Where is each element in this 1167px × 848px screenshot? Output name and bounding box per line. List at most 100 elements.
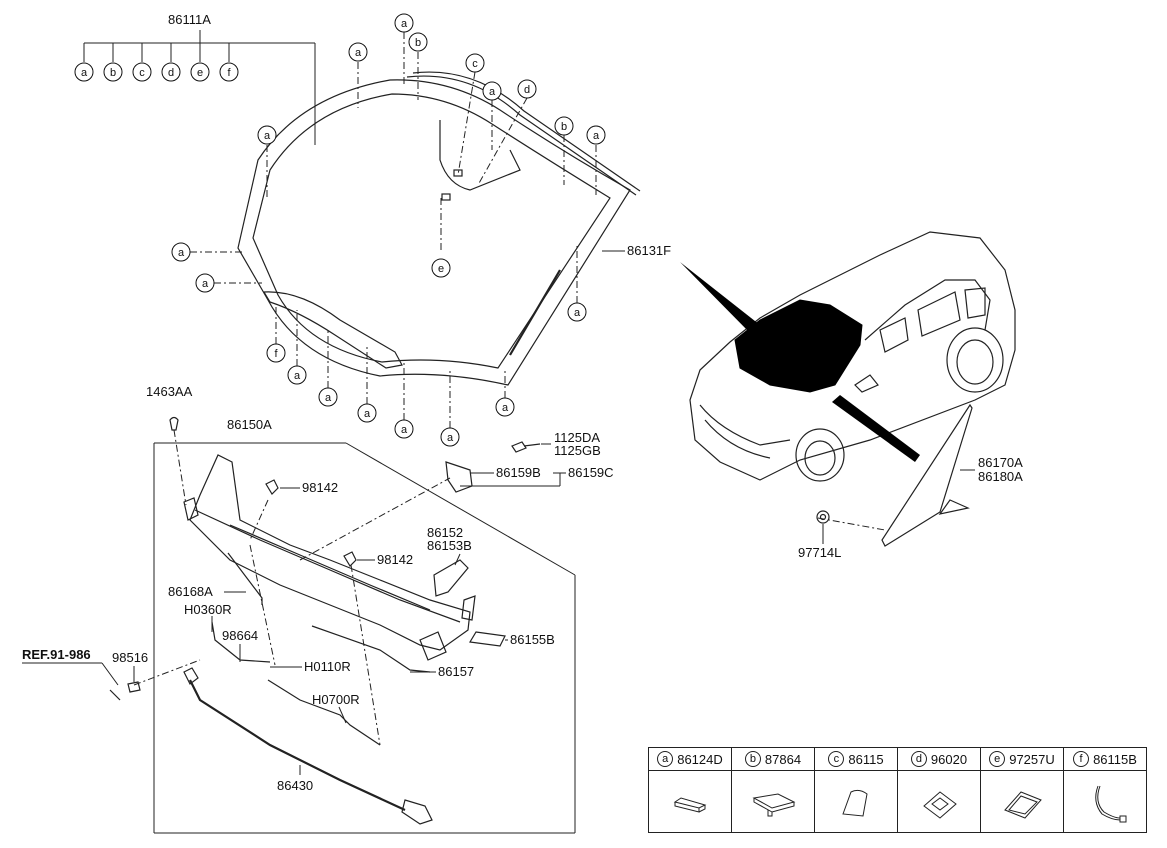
svg-text:a: a [593, 130, 600, 142]
cowl-assembly-frame [153, 442, 576, 834]
svg-text:a: a [81, 67, 88, 79]
svg-text:b: b [561, 121, 567, 133]
part-label-86155b: 86155B [510, 632, 555, 647]
svg-text:c: c [139, 67, 145, 79]
part-label-86159b: 86159B [496, 465, 541, 480]
cowl-clip-icon [169, 416, 179, 431]
part-label-1125da: 1125DA [554, 430, 600, 445]
legend-part-number: 87864 [764, 751, 802, 767]
callout-a-icon: a [586, 125, 606, 145]
windshield-glass [237, 71, 641, 386]
callout-a-icon: a [287, 365, 307, 385]
heater-wire-icon [1095, 785, 1127, 823]
windshield-dash-leaders [190, 32, 625, 428]
svg-text:a: a [502, 402, 509, 414]
part-label-97714l: 97714L [798, 545, 841, 560]
part-label-86159c: 86159C [568, 465, 614, 480]
grommet-icon [816, 510, 830, 524]
callout-a-icon: a [440, 427, 460, 447]
part-label-86153b: 86153B [427, 538, 472, 553]
legend-part-number: 86115 [848, 751, 884, 767]
rain-sensor-icon [923, 791, 957, 819]
svg-text:a: a [178, 247, 185, 259]
vehicle-illustration-icon [680, 231, 1016, 482]
part-label-98142-upper: 98142 [302, 480, 338, 495]
legend-letter: d [910, 751, 927, 767]
nut-98142-icon [265, 479, 357, 567]
svg-text:a: a [574, 307, 581, 319]
callout-circles: a b c d e f a b a c a d b a a a a e a f … [74, 13, 606, 447]
part-label-86180a: 86180A [978, 469, 1023, 484]
svg-text:f: f [274, 348, 278, 360]
legend-letter: f [1073, 751, 1090, 767]
callout-f-icon: f [266, 343, 286, 363]
rubber-strip-icon [673, 797, 707, 813]
svg-text:a: a [355, 47, 362, 59]
callout-f-icon: f [219, 62, 239, 82]
callout-a-icon: a [357, 403, 377, 423]
legend-letter: c [828, 751, 845, 767]
callout-a-icon: a [394, 13, 414, 33]
callout-a-icon: a [495, 397, 515, 417]
part-label-h0110r: H0110R [304, 659, 351, 674]
callout-c-icon: c [465, 53, 485, 73]
svg-text:d: d [524, 84, 530, 96]
legend-part-number: 96020 [930, 751, 968, 767]
mirror-bracket-icon [752, 793, 796, 817]
callout-e-icon: e [431, 258, 451, 278]
svg-text:a: a [447, 432, 454, 444]
windshield-leaders [83, 30, 316, 145]
legend-part-number: 86124D [677, 751, 723, 767]
part-label-86170a: 86170A [978, 455, 1023, 470]
svg-text:a: a [489, 86, 496, 98]
cowl-panel [183, 454, 476, 661]
legend-letter: a [657, 751, 674, 767]
svg-text:d: d [168, 67, 174, 79]
callout-a-icon: a [171, 242, 191, 262]
legend-letter: b [744, 751, 761, 767]
part-label-98516: 98516 [112, 650, 148, 665]
part-label-86430: 86430 [277, 778, 313, 793]
svg-text:e: e [197, 67, 203, 79]
gel-pad-icon [1004, 791, 1042, 819]
sensor-pad-icon [842, 789, 868, 817]
garnish-86170a-icon [881, 403, 973, 547]
part-label-1463aa: 1463AA [146, 384, 193, 399]
part-label-86111a: 86111A [168, 12, 211, 27]
part-label-h0700r: H0700R [312, 692, 360, 707]
legend-letter: e [989, 751, 1006, 767]
callout-e-icon: e [190, 62, 210, 82]
callout-a-icon: a [348, 42, 368, 62]
svg-text:a: a [294, 370, 301, 382]
callout-a-icon: a [318, 387, 338, 407]
legend-part-number: 97257U [1009, 751, 1055, 767]
part-label-86157: 86157 [438, 664, 474, 679]
ref-label[interactable]: REF.91-986 [22, 647, 91, 662]
callout-c-icon: c [132, 62, 152, 82]
part-label-86131f: 86131F [627, 243, 671, 258]
callout-a-icon: a [74, 62, 94, 82]
svg-text:a: a [325, 392, 332, 404]
part-label-98142-lower: 98142 [377, 552, 413, 567]
part-label-h0360r: H0360R [184, 602, 232, 617]
svg-text:b: b [110, 67, 116, 79]
callout-a-icon: a [567, 302, 587, 322]
part-label-98664: 98664 [222, 628, 258, 643]
washer-hoses [109, 552, 433, 825]
part-label-86150a: 86150A [227, 417, 272, 432]
pad-86155b-icon [469, 631, 506, 647]
callout-d-icon: d [517, 79, 537, 99]
bracket-86159-icon [445, 461, 473, 493]
part-label-86152: 86152 [427, 525, 463, 540]
callout-a-icon: a [195, 273, 215, 293]
bolt-icon [511, 441, 541, 453]
callout-a-icon: a [394, 419, 414, 439]
callout-b-icon: b [408, 32, 428, 52]
